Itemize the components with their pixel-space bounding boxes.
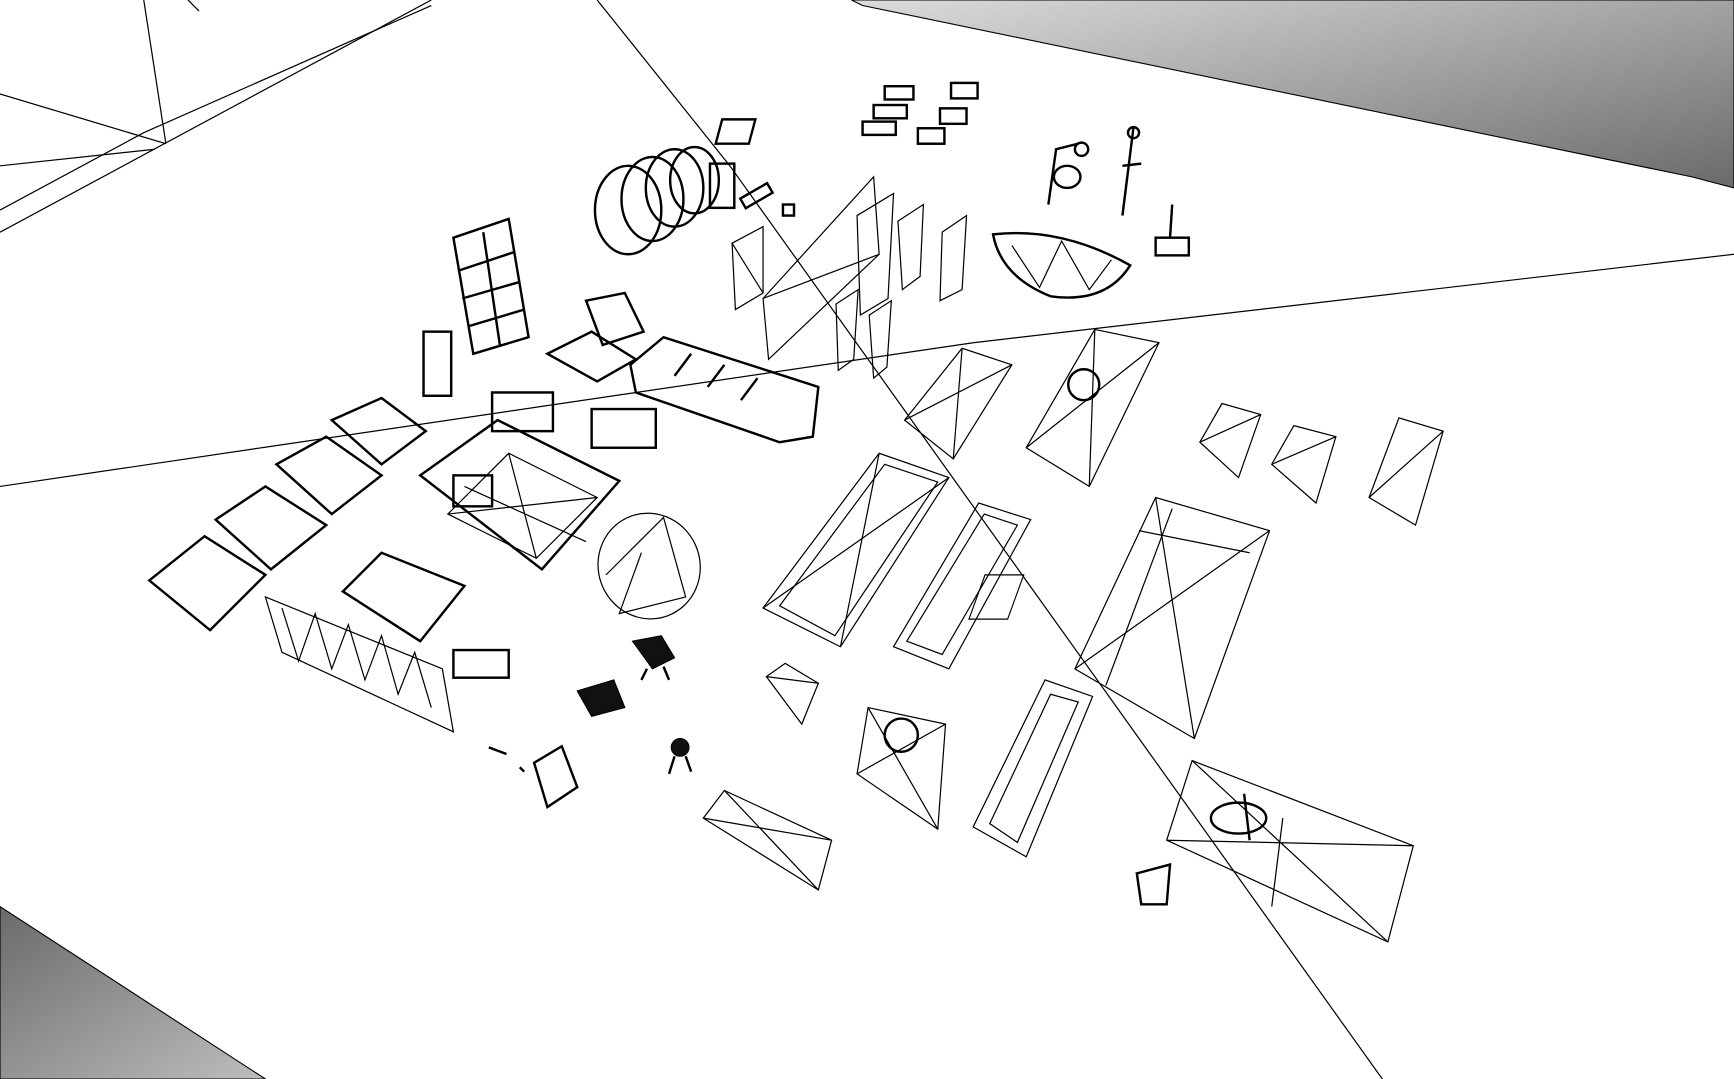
cube-stools [765, 402, 1444, 726]
wall-top-right [851, 0, 1734, 189]
bed [418, 391, 622, 572]
shelf-unit-narrow [972, 679, 1094, 858]
wall-bottom-left [0, 905, 267, 1079]
cabinet-long-1 [762, 452, 950, 648]
cabinet-long-2 [892, 502, 1032, 670]
furniture-wireframes [147, 81, 1444, 943]
bookshelf [422, 217, 530, 397]
sofa-large [590, 335, 820, 449]
wardrobe [968, 496, 1271, 740]
barrel-sauna [593, 145, 796, 256]
coffee-table [903, 347, 1013, 460]
small-chairs [488, 635, 693, 809]
low-console [702, 789, 833, 891]
hanging-lamps [1047, 125, 1191, 257]
tray-group [714, 81, 979, 145]
sink-cabinet [856, 706, 947, 831]
bathtub [991, 231, 1132, 299]
mirror-panels [731, 175, 968, 380]
armchair-row [147, 396, 467, 643]
oval-table [597, 512, 701, 620]
slatted-panel [264, 595, 510, 733]
vanity-with-basin [1025, 328, 1160, 488]
double-vanity [1135, 759, 1415, 943]
